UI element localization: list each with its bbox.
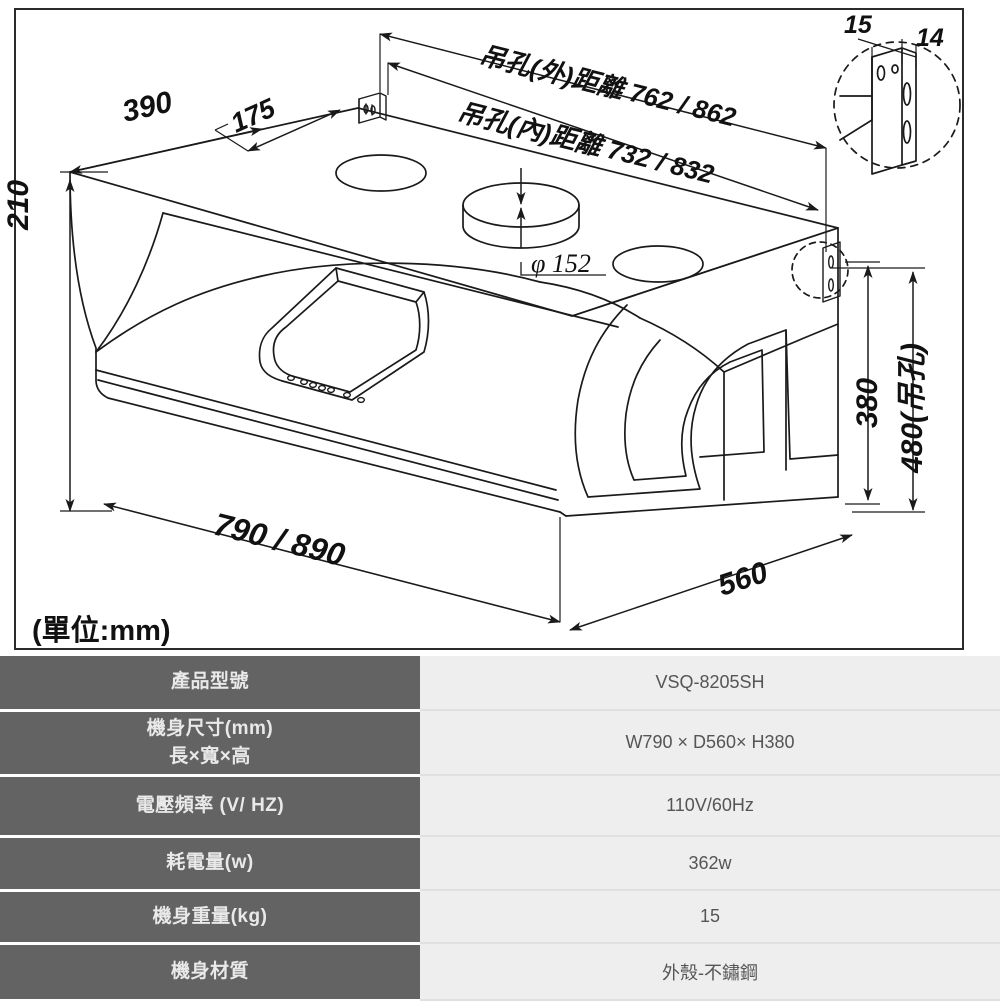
body-curve-right xyxy=(539,281,641,319)
bracket-slot-2 xyxy=(902,82,912,106)
spec-value-cell: 15 xyxy=(420,890,1000,944)
front-glass-inner xyxy=(272,280,421,393)
unit-note: (單位:mm) xyxy=(32,613,171,647)
spec-key-cell: 耗電量(w) xyxy=(0,836,420,892)
table-row: 耗電量(w) 362w xyxy=(0,836,1000,892)
top-hole-right xyxy=(612,245,704,283)
range-hood-isometric-drawing: 390 175 210 吊孔(外)距離 762 / 862 吊孔(內)距離 73… xyxy=(2,8,964,650)
spec-key-cell: 產品型號 xyxy=(0,656,420,712)
mounting-bracket-left xyxy=(358,92,387,124)
bottom-right-edge xyxy=(565,496,839,517)
spec-key-label: 機身尺寸(mm) xyxy=(146,717,274,739)
front-glass-panel xyxy=(258,267,430,401)
control-button-1 xyxy=(287,374,296,382)
body-curve-upper xyxy=(95,262,541,353)
control-button-5 xyxy=(327,386,336,394)
dim-label-790-890: 790 / 890 xyxy=(210,506,348,573)
body-left-curve xyxy=(95,212,164,353)
table-row: 機身尺寸(mm) 長×寬×高 W790 × D560× H380 xyxy=(0,710,1000,777)
dim-line-hang-inner xyxy=(387,62,819,211)
mounting-bracket-right xyxy=(822,241,841,303)
front-shell-highlight-1 xyxy=(95,369,557,491)
bottom-front-corner xyxy=(559,511,567,517)
dim-line-560 xyxy=(569,534,853,631)
control-button-4 xyxy=(318,384,327,392)
table-row: 電壓頻率 (V/ HZ) 110V/60Hz xyxy=(0,775,1000,838)
control-button-7 xyxy=(357,396,366,404)
hood-top-deck xyxy=(69,107,839,317)
spec-key-label: 耗電量(w) xyxy=(166,852,254,874)
spec-key-cell: 機身重量(kg) xyxy=(0,890,420,945)
spec-value-label: W790 × D560× H380 xyxy=(625,732,795,752)
right-panel-top xyxy=(639,317,839,373)
spec-value-cell: 外殼-不鏽鋼 xyxy=(420,943,1000,1001)
dim-label-phi-152: φ 152 xyxy=(531,249,591,278)
spec-value-label: 外殼-不鏽鋼 xyxy=(662,962,758,983)
dimension-lines xyxy=(60,32,925,631)
dim-label-390: 390 xyxy=(119,85,176,128)
drawing-frame xyxy=(14,8,964,650)
control-button-6 xyxy=(343,391,352,399)
dim-label-480-hang: 480(吊孔) xyxy=(896,343,929,474)
detail-bubble-body xyxy=(791,241,849,299)
dim-label-14: 14 xyxy=(916,24,944,52)
spec-value-label: 110V/60Hz xyxy=(666,795,754,815)
spec-value-cell: W790 × D560× H380 xyxy=(420,710,1000,776)
hood-body-outline xyxy=(69,41,961,517)
dim-label-175: 175 xyxy=(226,92,280,138)
spec-key-cell: 機身尺寸(mm) 長×寬×高 xyxy=(0,710,420,777)
spec-key-cell: 電壓頻率 (V/ HZ) xyxy=(0,775,420,838)
dim-label-210: 210 xyxy=(2,180,35,231)
top-hole-left xyxy=(335,154,427,192)
dim-label-380: 380 xyxy=(851,378,884,428)
table-row: 機身重量(kg) 15 xyxy=(0,890,1000,945)
specification-table: 產品型號 VSQ-8205SH 機身尺寸(mm) 長×寬×高 W790 × D5… xyxy=(0,656,1000,1002)
dim-line-390 xyxy=(69,127,263,174)
front-shell-highlight-2 xyxy=(97,379,559,501)
dim-line-790-890 xyxy=(103,502,561,624)
spec-value-cell: VSQ-8205SH xyxy=(420,656,1000,711)
spec-table-body: 產品型號 VSQ-8205SH 機身尺寸(mm) 長×寬×高 W790 × D5… xyxy=(0,656,1000,1002)
bracket-slot-3 xyxy=(902,120,912,144)
control-button-3 xyxy=(309,381,318,389)
spec-value-cell: 110V/60Hz xyxy=(420,775,1000,837)
top-right-edge xyxy=(571,227,839,317)
spec-key-sublabel: 長×寬×高 xyxy=(169,745,251,767)
spec-value-label: 362w xyxy=(688,852,732,873)
spec-value-cell: 362w xyxy=(420,836,1000,891)
spec-key-label: 電壓頻率 (V/ HZ) xyxy=(135,794,285,816)
technical-drawing: 390 175 210 吊孔(外)距離 762 / 862 吊孔(內)距離 73… xyxy=(2,8,964,650)
table-row: 機身材質 外殼-不鏽鋼 xyxy=(0,943,1000,1002)
dim-line-175 xyxy=(247,109,341,152)
detail-bubble-top xyxy=(833,41,961,169)
spec-key-label: 機身重量(kg) xyxy=(152,905,268,927)
dim-leader-phi xyxy=(520,262,606,276)
bracket-detail-enlarged xyxy=(839,47,917,175)
bracket-hole-1 xyxy=(891,64,899,74)
spec-key-cell: 機身材質 xyxy=(0,943,420,1002)
spec-value-label: 15 xyxy=(699,906,721,926)
top-deck-fold-line xyxy=(162,212,619,328)
dim-label-15: 15 xyxy=(844,11,873,39)
right-swoosh-inner xyxy=(624,339,765,481)
control-button-2 xyxy=(300,378,309,386)
glass-notch-1 xyxy=(335,267,339,282)
spec-key-label: 機身材質 xyxy=(170,960,249,982)
front-shell-bottom xyxy=(95,351,561,513)
spec-key-label: 產品型號 xyxy=(170,671,249,693)
dim-label-560: 560 xyxy=(714,556,772,603)
left-body-edge xyxy=(69,171,97,353)
bracket-slot-1 xyxy=(876,65,886,81)
spec-value-label: VSQ-8205SH xyxy=(655,672,765,692)
control-buttons xyxy=(287,374,366,404)
table-row: 產品型號 VSQ-8205SH xyxy=(0,656,1000,712)
right-swoosh-outer xyxy=(574,304,839,498)
glass-notch-2 xyxy=(415,291,425,303)
dim-line-15-14 xyxy=(857,38,917,58)
